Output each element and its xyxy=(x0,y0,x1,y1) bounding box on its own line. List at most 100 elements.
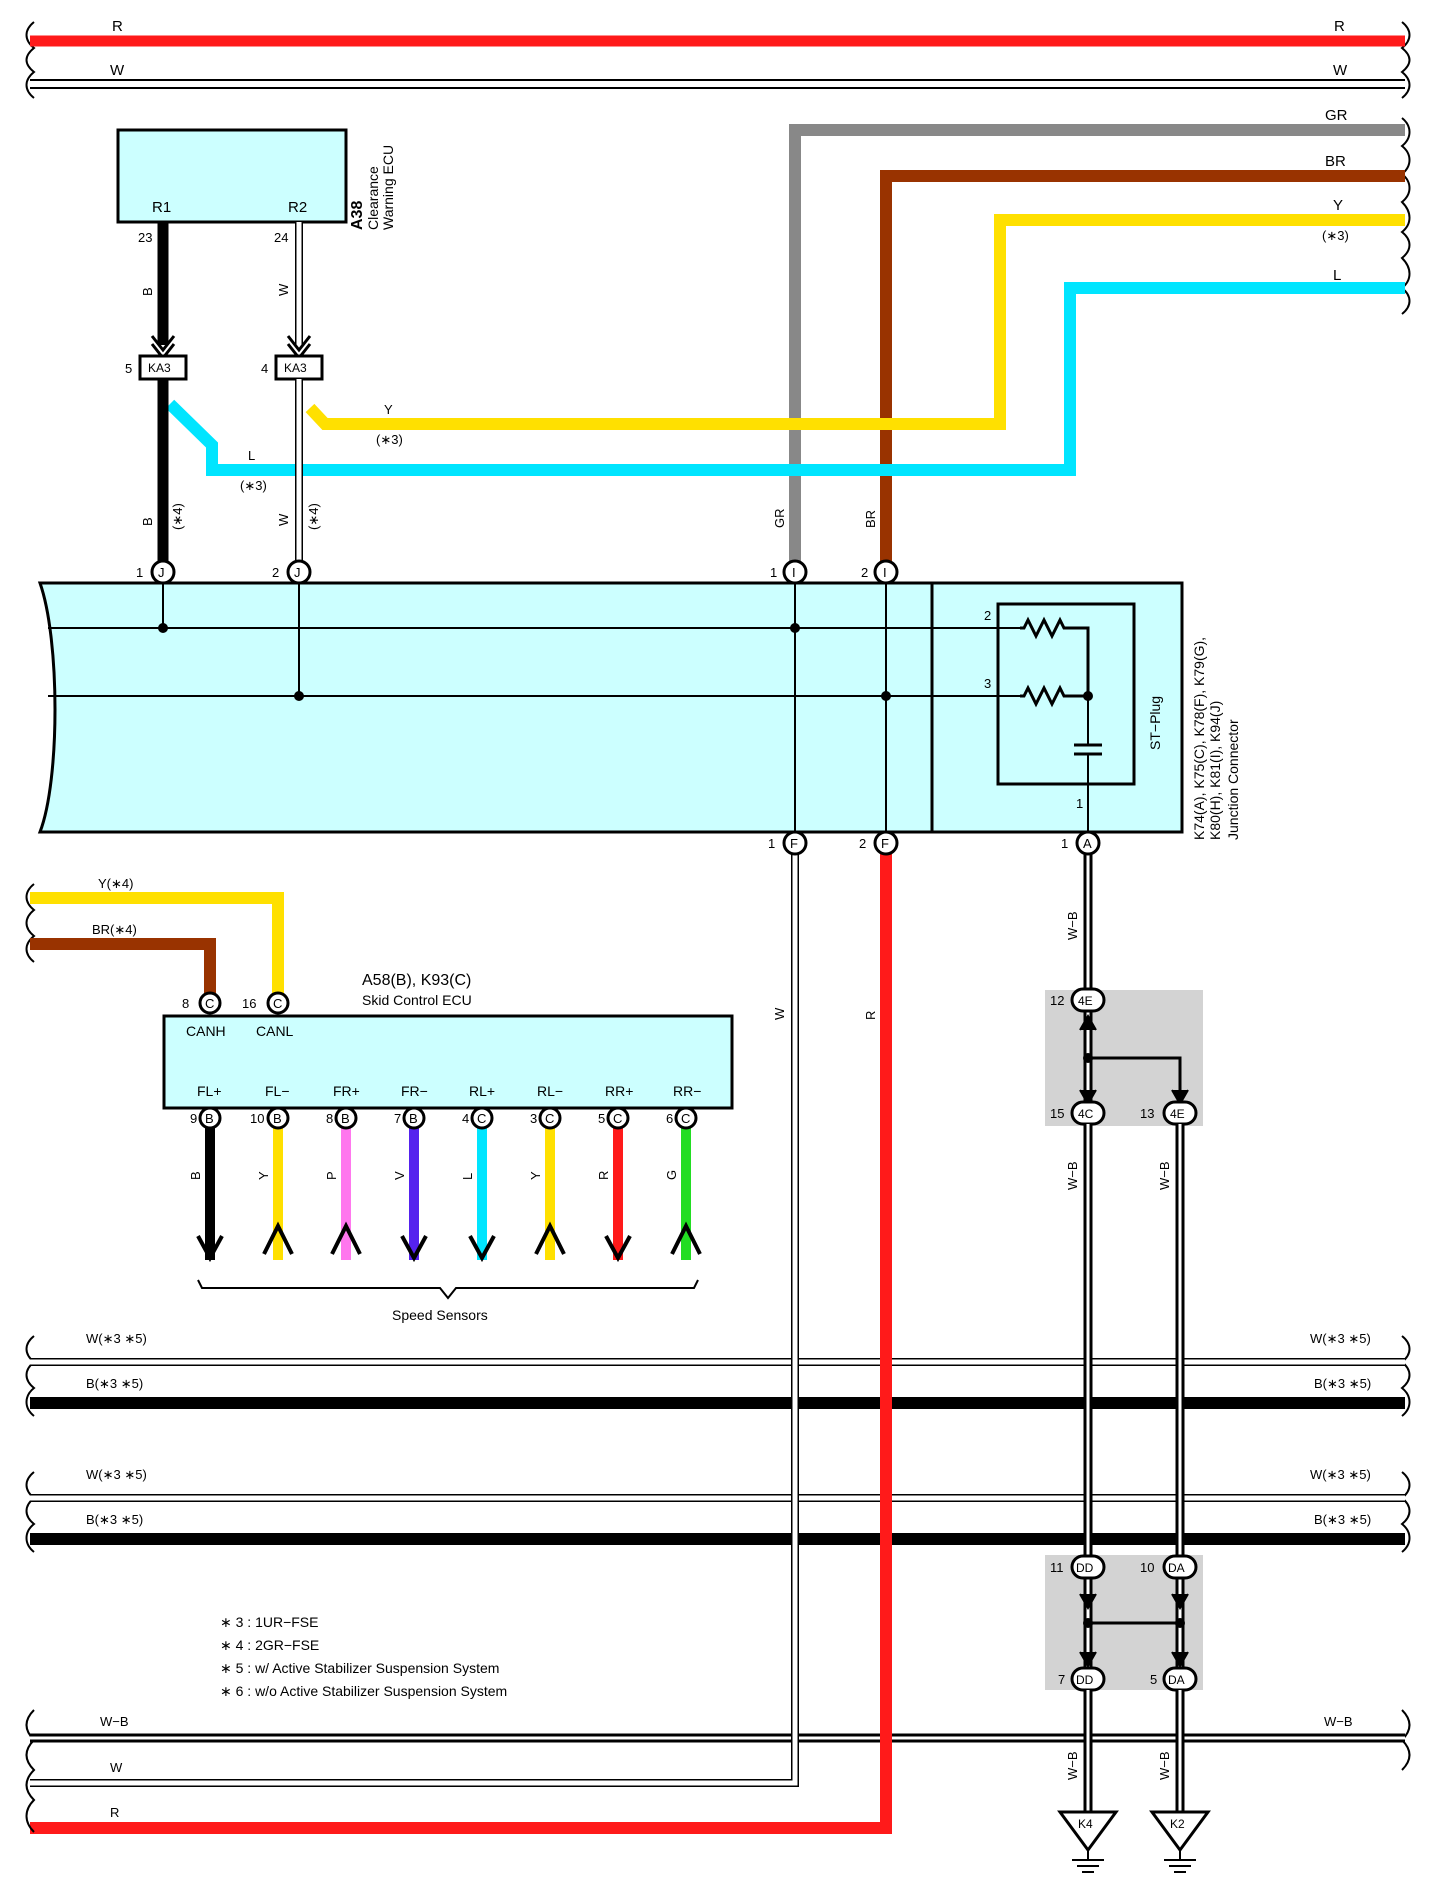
terminal-label: FL+ xyxy=(197,1083,222,1099)
speed-terminal-1: FL+B9B xyxy=(188,1083,224,1263)
wire-label-y-right: Y xyxy=(1333,197,1343,214)
speed-sensors-bracket: Speed Sensors xyxy=(197,1279,699,1323)
wire-y-can xyxy=(30,892,284,1000)
terminal-label: FL− xyxy=(265,1083,290,1099)
speed-terminal-7: RR+C5R xyxy=(596,1083,633,1263)
pin-a1-number: 1 xyxy=(1061,836,1068,851)
st-plug-pin-1: 1 xyxy=(1076,796,1083,811)
terminal-connector: B xyxy=(341,1111,350,1126)
terminal-pin: 7 xyxy=(394,1111,401,1126)
wire-label-gr-junction: GR xyxy=(772,509,787,529)
wire-label-l-right: L xyxy=(1333,267,1341,284)
wire-label-b-a38: B xyxy=(140,287,155,296)
junction-box-lower: DD 11 DA 10 DD 7 DA 5 xyxy=(1045,1554,1203,1692)
junction-name-line2: K80(H), K81(I), K94(J) xyxy=(1207,701,1223,840)
a38-code: A38 xyxy=(349,201,366,230)
bottom-r-left: R xyxy=(110,1805,119,1820)
wire-label-wb-left: W−B xyxy=(1065,1161,1080,1190)
terminal-connector: B xyxy=(273,1111,282,1126)
terminal-pin: 6 xyxy=(666,1111,673,1126)
arrow-up-icon xyxy=(262,1221,294,1255)
pin-i1-letter: I xyxy=(792,565,796,580)
box-lower-c10: DA xyxy=(1168,1561,1185,1575)
ka3-pin-4: 4 xyxy=(261,361,268,376)
arrow-down-icon xyxy=(468,1235,496,1263)
box-lower-c7: DD xyxy=(1076,1673,1094,1687)
pin-j1-letter: J xyxy=(158,565,165,580)
terminal-label: RR+ xyxy=(605,1083,633,1099)
terminal-connector: C xyxy=(681,1111,690,1126)
a38-pin-r1: R1 xyxy=(152,199,171,216)
pin-i2-number: 2 xyxy=(861,565,868,580)
arrow-down-icon xyxy=(400,1235,428,1263)
terminal-pin: 8 xyxy=(326,1111,333,1126)
a38-pin-24: 24 xyxy=(274,230,288,245)
terminal-pin: 4 xyxy=(462,1111,469,1126)
wire-w-f1 xyxy=(30,843,798,1786)
bottom-wb-right: W−B xyxy=(1324,1714,1353,1729)
terminal-connector: C xyxy=(545,1111,554,1126)
pin-circle xyxy=(402,1106,426,1130)
pin-circle xyxy=(266,1106,290,1130)
terminal-connector: B xyxy=(409,1111,418,1126)
speed-sensor-terminals: FL+B9BFL−B10YFR+B8PFR−B7VRL+C4LRL−C3YRR+… xyxy=(188,1083,702,1263)
bus-w-1-right: W(∗3 ∗5) xyxy=(1310,1331,1371,1346)
note-3: ∗ 3 : 1UR−FSE xyxy=(220,1614,319,1630)
wire-r-f2 xyxy=(30,843,892,1834)
pin-j2-letter: J xyxy=(294,565,301,580)
terminal-connector: B xyxy=(205,1111,214,1126)
wire-l xyxy=(165,282,1405,476)
skid-can-l: CANL xyxy=(256,1023,294,1039)
note-6: ∗ 6 : w/o Active Stabilizer Suspension S… xyxy=(220,1683,507,1699)
bus-b-1-left: B(∗3 ∗5) xyxy=(86,1376,143,1391)
pin-f2-number: 2 xyxy=(859,836,866,851)
wire-label-wb-k4: W−B xyxy=(1065,1751,1080,1780)
skid-ecu-name: Skid Control ECU xyxy=(362,992,472,1008)
terminal-pin: 5 xyxy=(598,1111,605,1126)
wire-label-br-can: BR(∗4) xyxy=(92,922,137,937)
wire-label-w-a38: W xyxy=(276,283,291,296)
arrow-up-icon xyxy=(670,1221,702,1255)
box-lower-p5: 5 xyxy=(1150,1672,1157,1687)
terminal-connector: C xyxy=(613,1111,622,1126)
wire-label-w-f1: W xyxy=(772,1007,787,1020)
pin-16c-number: 16 xyxy=(242,996,256,1011)
bus-wires: W(∗3 ∗5) W(∗3 ∗5) B(∗3 ∗5) B(∗3 ∗5) W(∗3… xyxy=(25,1331,1411,1553)
ka3-y-label: Y xyxy=(384,402,393,417)
wire-label-b-ka3: B xyxy=(140,517,155,526)
st-plug-label: ST−Plug xyxy=(1147,696,1163,750)
box-lower-p7: 7 xyxy=(1058,1672,1065,1687)
a38-name-line2: Warning ECU xyxy=(380,145,396,230)
speed-sensors-label: Speed Sensors xyxy=(392,1307,488,1323)
ka3-label-4: KA3 xyxy=(284,361,307,375)
pin-circle xyxy=(606,1106,630,1130)
a38-name-line1: Clearance xyxy=(365,166,381,230)
bus-b-1-right: B(∗3 ∗5) xyxy=(1314,1376,1371,1391)
terminal-wire-code: P xyxy=(324,1171,339,1180)
box-lower-p10: 10 xyxy=(1140,1560,1154,1575)
ka3-y-note: (∗3) xyxy=(376,432,403,447)
box-upper-p12: 12 xyxy=(1050,993,1064,1008)
pin-8c-number: 8 xyxy=(182,996,189,1011)
arrow-down-icon xyxy=(196,1235,224,1263)
wire-br-can xyxy=(30,938,216,1000)
pin-j2-number: 2 xyxy=(272,565,279,580)
ground-k2-label: K2 xyxy=(1170,1817,1185,1831)
pin-circle xyxy=(334,1106,358,1130)
box-upper-c12: 4E xyxy=(1078,994,1093,1008)
ka3-connector-4: KA3 4 xyxy=(261,354,324,381)
terminal-wire-code: Y xyxy=(528,1171,543,1180)
a38-clearance-warning-ecu: R1 R2 A38 Clearance Warning ECU 23 24 xyxy=(116,128,396,245)
junction-name-line3: Junction Connector xyxy=(1225,719,1241,840)
pin-f1-letter: F xyxy=(790,836,798,851)
pin-i2-letter: I xyxy=(883,565,887,580)
box-lower-c11: DD xyxy=(1076,1561,1094,1575)
terminal-pin: 9 xyxy=(190,1111,197,1126)
skid-control-ecu-input-wires: Y(∗4) BR(∗4) C 8 C 16 xyxy=(25,876,290,1015)
pin-circle xyxy=(674,1106,698,1130)
footnotes: ∗ 3 : 1UR−FSE ∗ 4 : 2GR−FSE ∗ 5 : w/ Act… xyxy=(220,1614,507,1699)
st-plug-pin-2: 2 xyxy=(984,608,991,623)
junction-pins-top: J 1 J 2 I 1 I 2 xyxy=(136,559,899,585)
wire-label-w-ka3: W xyxy=(276,513,291,526)
